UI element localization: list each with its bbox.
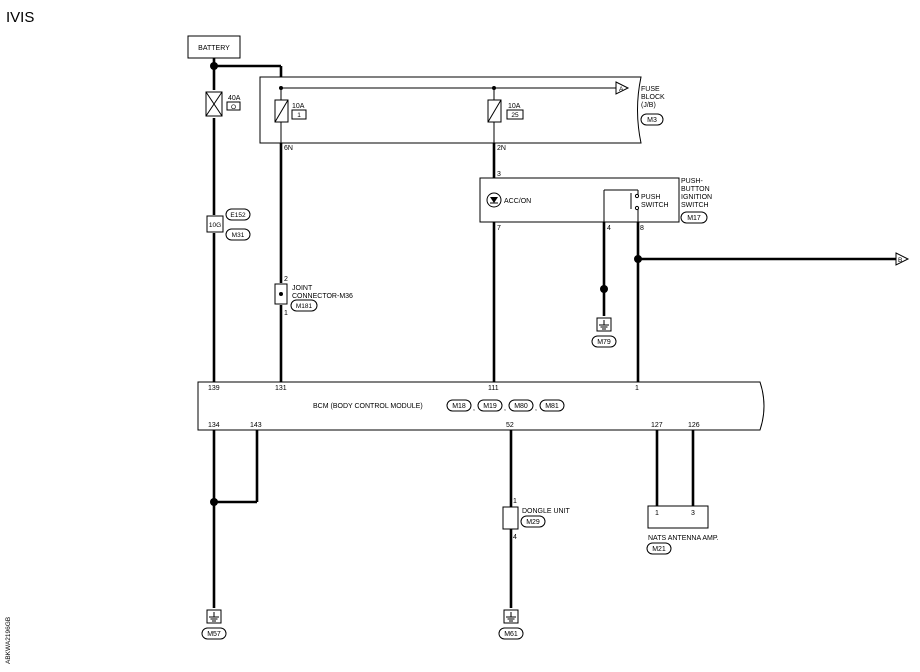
bcm-pin-131: 131 <box>275 385 287 392</box>
ignition-switch-connector-pill <box>680 211 708 224</box>
joint-name-1: JOINT <box>292 285 313 292</box>
nats-pin-3: 3 <box>691 510 695 517</box>
dongle-unit: 1 4 DONGLE UNIT M29 <box>502 498 571 541</box>
battery-splice-dot <box>210 62 218 70</box>
harness-connector-10g: 10G E152 M31 <box>206 208 251 241</box>
bcm-connector-3: M80 <box>514 403 528 410</box>
acc-on-label: ACC/ON <box>504 198 531 205</box>
bcm-connector-pill-3 <box>508 399 534 412</box>
fusible-link-id: O <box>231 104 236 111</box>
nats-label: NATS ANTENNA AMP. <box>648 535 719 542</box>
fusible-link-40a: 40A O <box>205 91 241 117</box>
dongle-connector: M29 <box>526 519 540 526</box>
fuse-block-outline <box>259 76 642 144</box>
harness-connector-2: M31 <box>232 232 245 239</box>
bcm-connector-2: M19 <box>483 403 497 410</box>
joint-name-2: CONNECTOR-M36 <box>292 293 353 300</box>
ignition-switch-name-3: IGNITION <box>681 194 712 201</box>
nats-connector: M21 <box>652 546 666 553</box>
push-switch-label-1: PUSH <box>641 194 660 201</box>
fuse2-number: 25 <box>511 112 519 119</box>
bcm-comma-2: , <box>504 405 506 412</box>
fuse-block-connector-pill <box>640 113 664 126</box>
bcm-pin-52: 52 <box>506 422 514 429</box>
fusible-link-rating: 40A <box>228 95 241 102</box>
ground-m57: M57 <box>201 609 227 640</box>
fuse-10a-1: 10A 1 <box>274 99 307 143</box>
bcm-connector-pill-2 <box>477 399 503 412</box>
fuse-block-name-2: BLOCK <box>641 94 665 101</box>
fuse-block-name-3: (J/B) <box>641 102 656 109</box>
bcm-comma-3: , <box>535 405 537 412</box>
ground-m79-label: M79 <box>597 339 611 346</box>
fuse2-terminal: 2N <box>497 145 506 152</box>
joint-connector-m36: 2 1 JOINT CONNECTOR-M36 M181 <box>274 276 353 317</box>
bcm-pin-143: 143 <box>250 422 262 429</box>
arrow-b <box>895 252 910 266</box>
bcm-label: BCM (BODY CONTROL MODULE) <box>313 403 423 410</box>
nats-pin-1: 1 <box>655 510 659 517</box>
fuse-10a-25: 10A 25 <box>487 99 524 143</box>
ignition-switch-box <box>479 177 680 223</box>
ignition-switch-name-2: BUTTON <box>681 186 710 193</box>
switch-pin-4: 4 <box>607 225 611 232</box>
switch-pin-7: 7 <box>497 225 501 232</box>
joint-pin-bottom: 1 <box>284 310 288 317</box>
bcm-pin-111: 111 <box>488 385 499 392</box>
push-switch-label-2: SWITCH <box>641 202 669 209</box>
ignition-switch-name-4: SWITCH <box>681 202 709 209</box>
bcm-connector-pill-1 <box>446 399 472 412</box>
bcm-connector-4: M81 <box>545 403 559 410</box>
dongle-label: DONGLE UNIT <box>522 508 571 515</box>
arrow-b-label: B <box>898 257 902 264</box>
ignition-switch-name-1: PUSH- <box>681 178 703 185</box>
dongle-pin-bottom: 4 <box>513 534 517 541</box>
bcm-connector-1: M18 <box>452 403 466 410</box>
switch-pin-8: 8 <box>640 225 644 232</box>
dongle-pin-top: 1 <box>513 498 517 505</box>
diagram-code: ABKWA2196GB <box>5 617 12 664</box>
ground-m57-label: M57 <box>207 631 221 638</box>
fuse1-rating: 10A <box>292 103 305 110</box>
fuse1-terminal: 6N <box>284 145 293 152</box>
battery-label: BATTERY <box>198 45 230 52</box>
ground-m79: M79 <box>591 317 617 348</box>
bcm-pin-126: 126 <box>688 422 700 429</box>
fuse-block-name-1: FUSE <box>641 86 660 93</box>
fuse1-number: 1 <box>297 112 301 119</box>
harness-pin: 10G <box>209 222 221 229</box>
bcm-pin-127: 127 <box>651 422 663 429</box>
ground-m61: M61 <box>498 609 524 640</box>
fuse2-rating: 10A <box>508 103 521 110</box>
bcm-ground-splice-dot <box>210 498 218 506</box>
arrow-a-label: A <box>619 86 624 93</box>
bcm-pin-134: 134 <box>208 422 220 429</box>
nats-antenna-amp: 1 3 NATS ANTENNA AMP. M21 <box>646 505 719 555</box>
bcm-ground-wires <box>212 430 259 608</box>
fuse-block-connector: M3 <box>647 117 657 124</box>
harness-connector-1: E152 <box>230 212 246 219</box>
bcm-pin-139: 139 <box>208 385 220 392</box>
arrow-a <box>615 81 630 95</box>
joint-pin-top: 2 <box>284 276 288 283</box>
switch-pin-3: 3 <box>497 171 501 178</box>
acc-on-indicator <box>486 192 502 208</box>
joint-connector-id: M181 <box>296 303 313 310</box>
ignition-switch-connector: M17 <box>687 215 701 222</box>
bcm-pin-1: 1 <box>635 385 639 392</box>
bcm-connector-pill-4 <box>539 399 565 412</box>
ground-splice-dot <box>600 285 608 293</box>
page-title: IVIS <box>6 9 34 26</box>
ground-m61-label: M61 <box>504 631 518 638</box>
bcm-comma-1: , <box>473 405 475 412</box>
push-switch-contact <box>603 189 640 222</box>
